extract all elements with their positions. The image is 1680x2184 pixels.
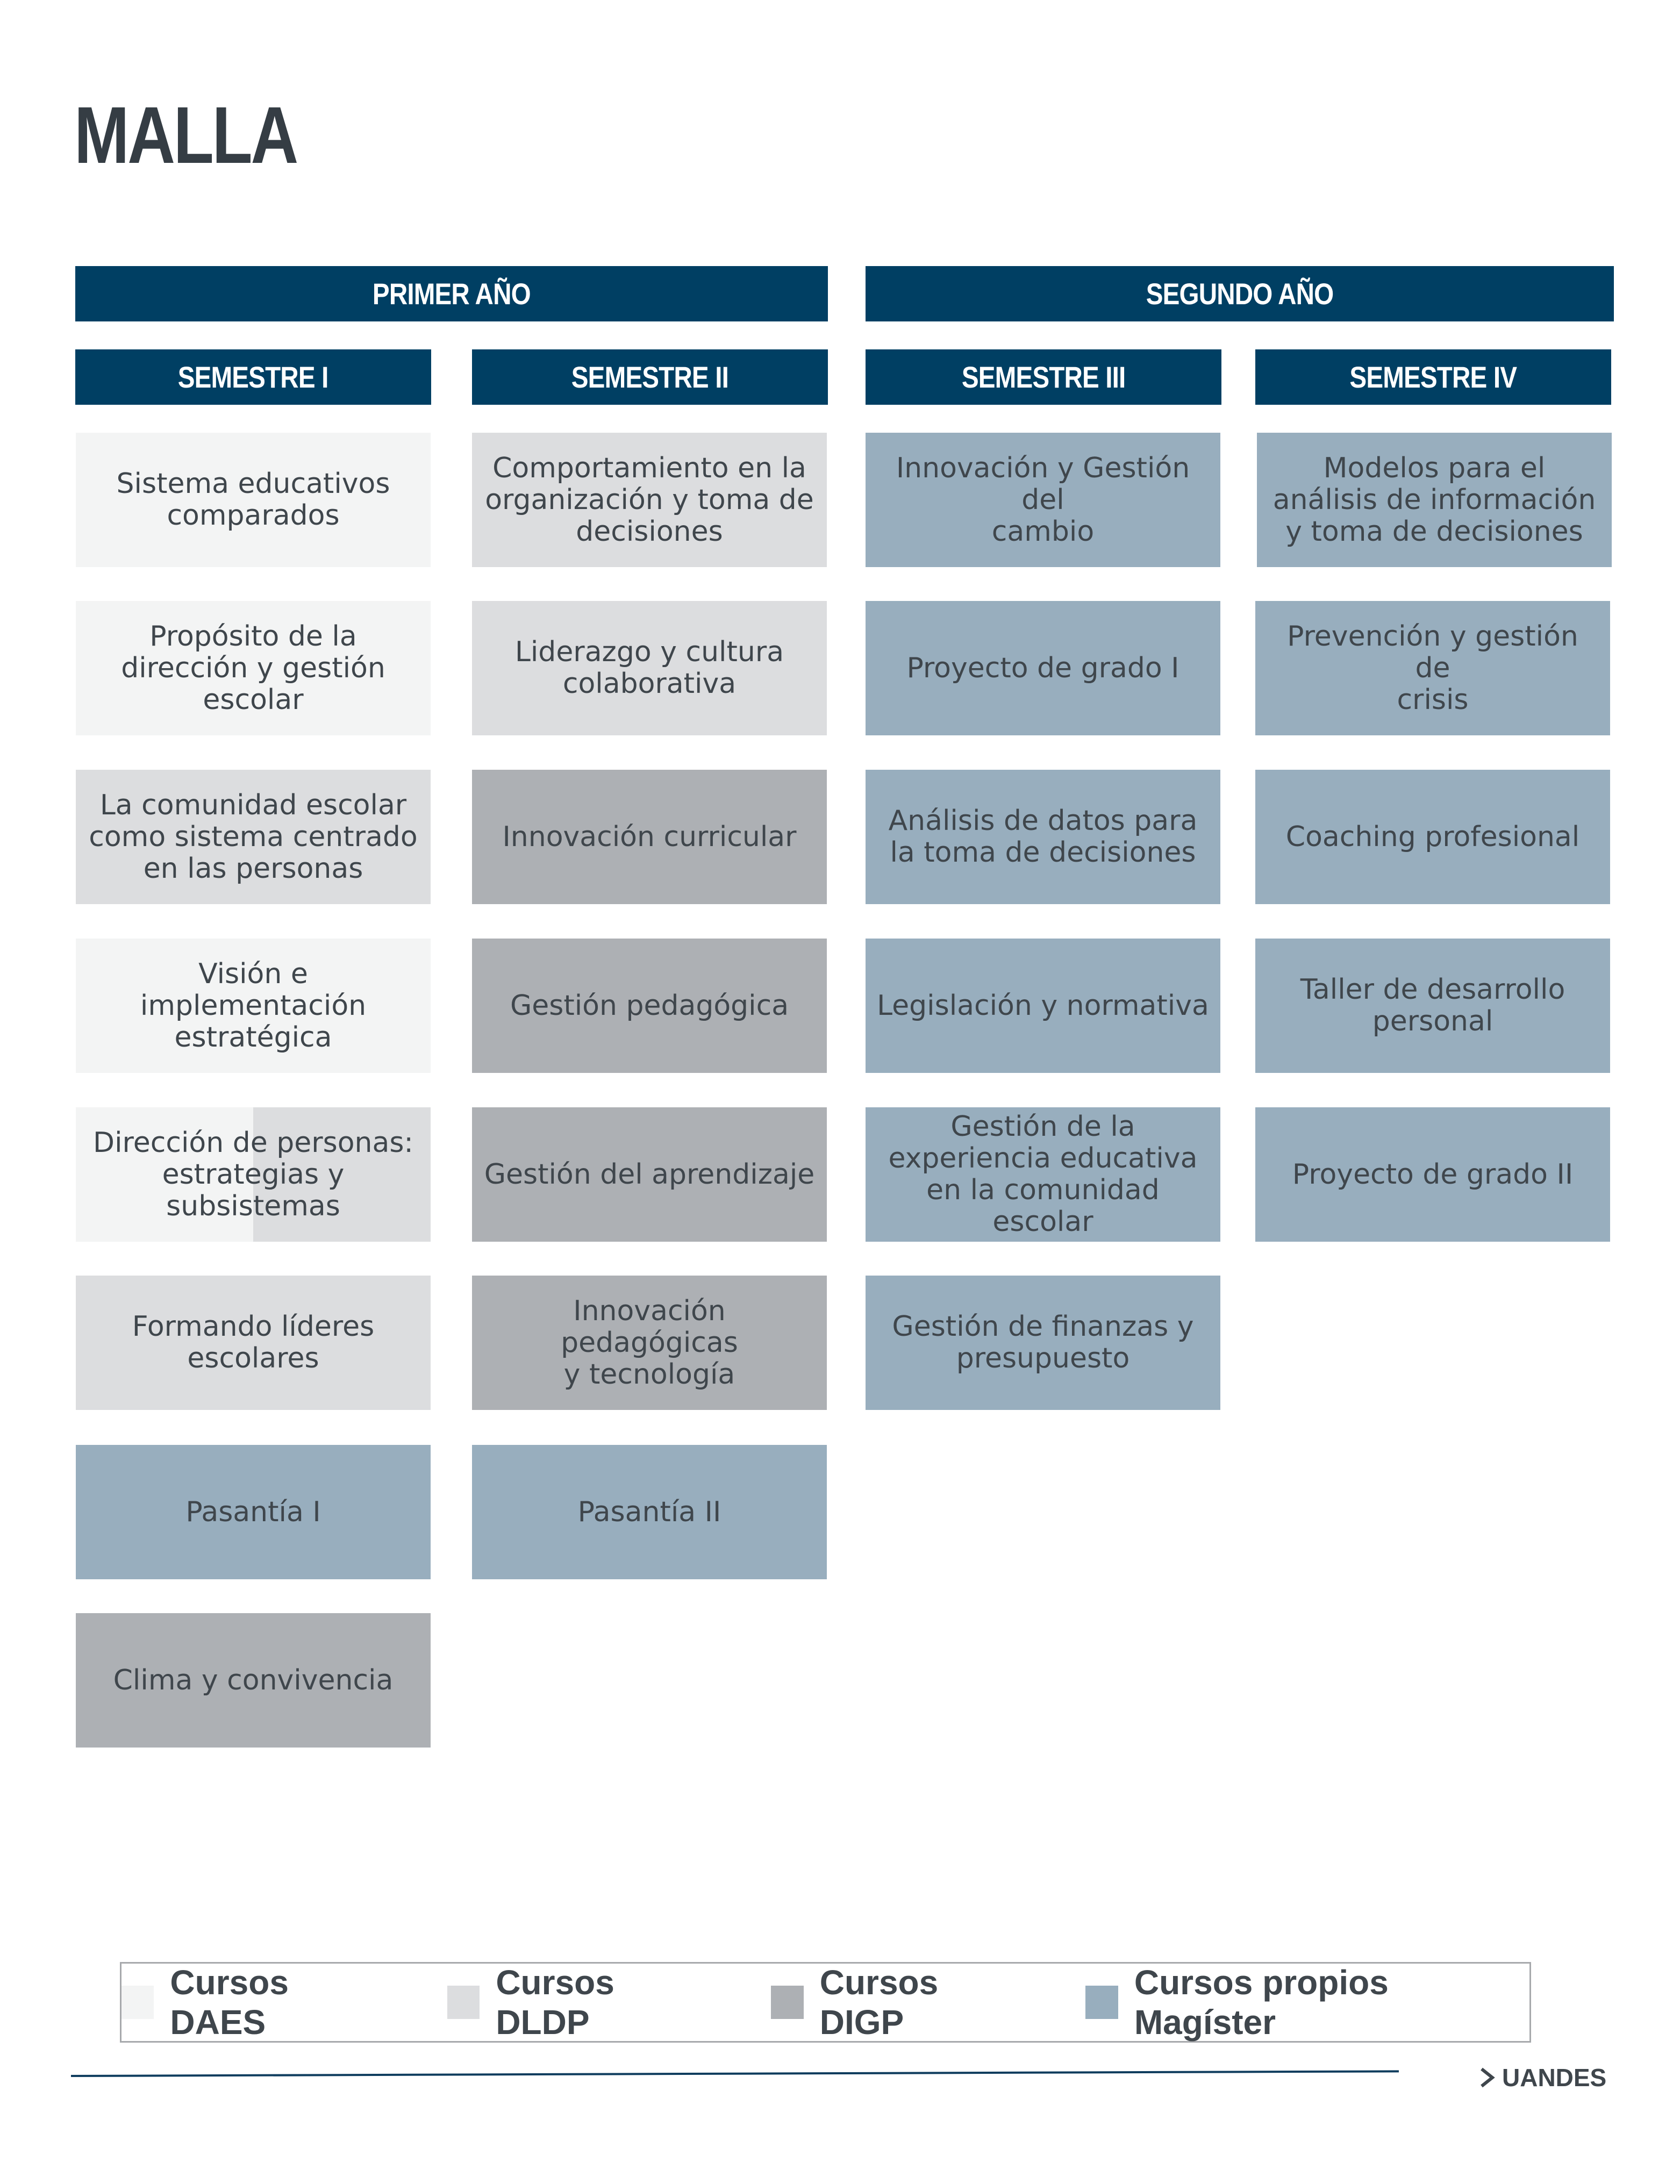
course-cell: Coaching profesional [1255, 770, 1610, 904]
legend-item-magister: Cursos propios Magíster [1085, 1963, 1529, 2042]
course-cell: Dirección de personas: estrategias y sub… [76, 1107, 431, 1242]
course-name: Gestión pedagógica [510, 989, 789, 1022]
course-name: Legislación y normativa [877, 989, 1209, 1022]
chevron-right-icon [1481, 2067, 1495, 2088]
course-name: Análisis de datos para la toma de decisi… [888, 805, 1198, 869]
legend-swatch [1085, 1986, 1118, 2019]
semester-header-2: SEMESTRE II [472, 349, 828, 405]
course-cell: Taller de desarrollo personal [1255, 939, 1610, 1073]
legend-swatch [447, 1986, 480, 2019]
year-header-label: SEGUNDO AÑO [1146, 277, 1334, 311]
semester-header-label: SEMESTRE I [178, 360, 329, 394]
course-name: Liderazgo y cultura colaborativa [514, 636, 784, 700]
course-name: Clima y convivencia [113, 1664, 394, 1696]
course-name: Formando líderes escolares [132, 1311, 375, 1374]
legend-swatch [121, 1986, 154, 2019]
course-name: Taller de desarrollo personal [1300, 973, 1565, 1037]
legend-label: Cursos DLDP [496, 1963, 614, 2042]
year-header-label: PRIMER AÑO [373, 277, 531, 311]
year-header-primer: PRIMER AÑO [75, 266, 828, 321]
course-name: Gestión del aprendizaje [484, 1158, 815, 1191]
course-name: La comunidad escolar como sistema centra… [89, 789, 418, 885]
course-cell: Formando líderes escolares [76, 1276, 431, 1410]
brand-logo: UANDES [1478, 2063, 1606, 2092]
legend-label: Cursos DAES [170, 1963, 289, 2042]
semester-header-4: SEMESTRE IV [1255, 349, 1611, 405]
course-cell: Propósito de la dirección y gestión esco… [76, 601, 431, 735]
course-cell: Gestión del aprendizaje [472, 1107, 827, 1242]
legend-label: Cursos propios Magíster [1134, 1963, 1389, 2042]
course-cell: Innovación pedagógicas y tecnología [472, 1276, 827, 1410]
course-cell: Legislación y normativa [866, 939, 1220, 1073]
course-cell: Clima y convivencia [76, 1613, 431, 1748]
legend-swatch [771, 1986, 804, 2019]
course-cell: Gestión de finanzas y presupuesto [866, 1276, 1220, 1410]
course-cell: Proyecto de grado II [1255, 1107, 1610, 1242]
course-name: Dirección de personas: estrategias y sub… [93, 1126, 413, 1222]
semester-header-label: SEMESTRE III [961, 360, 1126, 394]
legend: Cursos DAES Cursos DLDP Cursos DIGP Curs… [120, 1962, 1531, 2043]
footer-divider [70, 2070, 1399, 2077]
course-name: Modelos para el análisis de información … [1272, 452, 1596, 548]
page-title: MALLA [74, 90, 298, 180]
course-cell: Innovación y Gestión del cambio [866, 433, 1220, 567]
course-name: Proyecto de grado II [1292, 1158, 1574, 1191]
semester-header-label: SEMESTRE IV [1349, 360, 1518, 394]
course-name: Prevención y gestión de crisis [1287, 620, 1578, 716]
course-name: Gestión de finanzas y presupuesto [892, 1311, 1194, 1374]
course-cell: Pasantía I [76, 1445, 431, 1579]
legend-item-digp: Cursos DIGP [771, 1963, 1026, 2042]
course-name: Innovación curricular [502, 820, 797, 853]
course-name: Gestión de la experiencia educativa en l… [888, 1111, 1198, 1238]
course-cell: Comportamiento en la organización y toma… [472, 433, 827, 567]
semester-header-1: SEMESTRE I [75, 349, 431, 405]
year-header-segundo: SEGUNDO AÑO [866, 266, 1614, 321]
course-cell: Modelos para el análisis de información … [1257, 433, 1612, 567]
course-name: Comportamiento en la organización y toma… [485, 452, 814, 548]
legend-label: Cursos DIGP [819, 1963, 939, 2042]
course-cell: Gestión pedagógica [472, 939, 827, 1073]
course-cell: Proyecto de grado I [866, 601, 1220, 735]
course-name: Sistema educativos comparados [116, 468, 390, 532]
course-cell: Sistema educativos comparados [76, 433, 431, 567]
course-name: Propósito de la dirección y gestión esco… [121, 620, 385, 716]
course-name: Visión e implementación estratégica [140, 957, 367, 1054]
brand-name: UANDES [1502, 2064, 1607, 2092]
course-name: Innovación y Gestión del cambio [896, 452, 1190, 548]
course-name: Innovación pedagógicas y tecnología [561, 1294, 738, 1391]
course-cell: Liderazgo y cultura colaborativa [472, 601, 827, 735]
course-cell: Visión e implementación estratégica [76, 939, 431, 1073]
semester-header-label: SEMESTRE II [571, 360, 729, 394]
course-cell: La comunidad escolar como sistema centra… [76, 770, 431, 904]
course-name: Pasantía II [577, 1495, 721, 1528]
course-cell: Prevención y gestión de crisis [1255, 601, 1610, 735]
course-name: Coaching profesional [1285, 820, 1580, 853]
semester-header-3: SEMESTRE III [866, 349, 1221, 405]
course-cell: Innovación curricular [472, 770, 827, 904]
course-cell: Pasantía II [472, 1445, 827, 1579]
course-name: Proyecto de grado I [906, 651, 1179, 684]
legend-item-daes: Cursos DAES [121, 1963, 388, 2042]
course-cell: Gestión de la experiencia educativa en l… [866, 1107, 1220, 1242]
course-cell: Análisis de datos para la toma de decisi… [866, 770, 1220, 904]
legend-item-dldp: Cursos DLDP [447, 1963, 712, 2042]
course-name: Pasantía I [185, 1495, 321, 1528]
